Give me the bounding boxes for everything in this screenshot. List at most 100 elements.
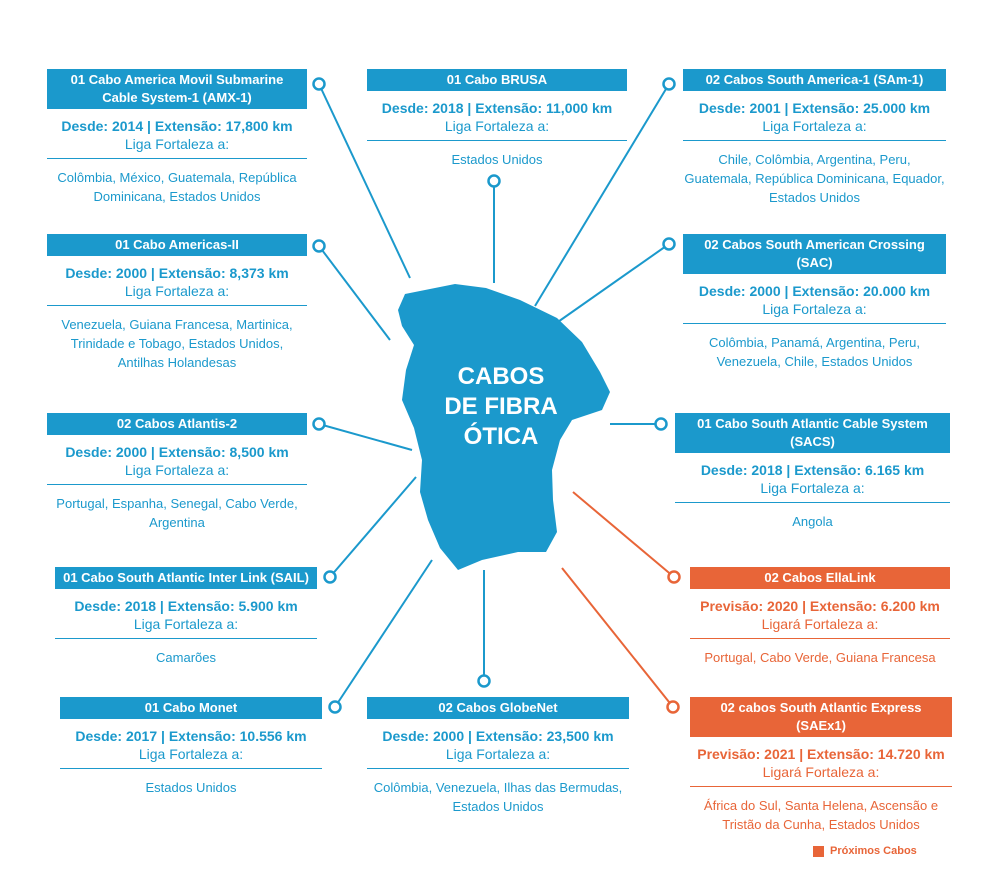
cable-connects-label: Liga Fortaleza a: (762, 118, 867, 134)
legend-swatch (813, 845, 824, 857)
connector-line-sam1 (534, 83, 670, 307)
center-title-line: DE FIBRA (444, 393, 558, 420)
divider (55, 638, 317, 639)
cable-title: 02 Cabos EllaLink (690, 567, 950, 589)
cable-connects-label: Liga Fortaleza a: (445, 746, 551, 762)
divider (690, 638, 950, 639)
connector-node-sail (323, 570, 337, 584)
cable-title: 02 cabos South Atlantic Express (SAEx1) (690, 697, 952, 737)
divider (60, 768, 322, 769)
center-title: CABOS DE FIBRA ÓTICA (436, 362, 566, 452)
connector-lines (318, 83, 675, 708)
divider (683, 323, 946, 324)
connector-node-atlantis2 (312, 417, 326, 431)
connector-node-brusa (487, 174, 501, 188)
cable-destinations: Estados Unidos (451, 152, 543, 167)
cable-title: 02 Cabos GlobeNet (367, 697, 629, 719)
cable-card-americas2: 01 Cabo Americas-II Desde: 2000 | Extensã… (47, 234, 307, 372)
connector-node-sacs (654, 417, 668, 431)
connector-line-atlantis2 (318, 423, 413, 451)
cable-card-sail: 01 Cabo South Atlantic Inter Link (SAIL)… (55, 567, 317, 667)
connector-nodes (312, 77, 681, 714)
divider (690, 786, 952, 787)
cable-stats: Desde: 2000 | Extensão: 8,373 km (65, 265, 289, 281)
legend: Próximos Cabos (813, 845, 917, 857)
cable-connects-label: Liga Fortaleza a: (760, 480, 865, 496)
cable-connects-label: Liga Fortaleza a: (124, 283, 230, 299)
cable-stats: Desde: 2000 | Extensão: 8,500 km (65, 444, 289, 460)
divider (367, 140, 627, 141)
divider (675, 502, 950, 503)
cable-stats: Desde: 2000 | Extensão: 20.000 km (698, 283, 931, 299)
cable-connects-label: Liga Fortaleza a: (762, 301, 867, 317)
cable-connects-label: Liga Fortaleza a: (133, 616, 239, 632)
cable-card-sam1: 02 Cabos South America-1 (SAm-1) Desde: 2… (683, 69, 946, 207)
cable-destinations: África do Sul, Santa Helena, Ascensão e … (703, 798, 939, 832)
divider (47, 158, 307, 159)
cable-stats: Desde: 2018 | Extensão: 11,000 km (381, 100, 613, 116)
connector-line-ellalink (572, 491, 675, 578)
cable-destinations: Portugal, Espanha, Senegal, Cabo Verde, … (56, 496, 298, 530)
cable-connects-label: Liga Fortaleza a: (124, 462, 230, 478)
cable-stats: Desde: 2018 | Extensão: 5.900 km (74, 598, 298, 614)
cable-card-sacs: 01 Cabo South Atlantic Cable System (SAC… (675, 413, 950, 531)
cable-card-saex1: 02 cabos South Atlantic Express (SAEx1) P… (690, 697, 952, 834)
cable-destinations: Venezuela, Guiana Francesa, Martinica, T… (61, 317, 293, 370)
divider (47, 305, 307, 306)
connector-node-saex1 (666, 700, 680, 714)
cable-destinations: Colômbia, Panamá, Argentina, Peru, Venez… (708, 335, 920, 369)
divider (47, 484, 307, 485)
connector-node-globenet (477, 674, 491, 688)
cable-connects-label: Liga Fortaleza a: (124, 136, 230, 152)
connector-line-monet (334, 559, 433, 708)
cable-card-brusa: 01 Cabo BRUSA Desde: 2018 | Extensão: 11,… (367, 69, 627, 169)
connector-node-sam1 (662, 77, 676, 91)
cable-title: 02 Cabos South America-1 (SAm-1) (683, 69, 946, 91)
cable-connects-label: Ligará Fortaleza a: (761, 616, 879, 632)
cable-stats: Desde: 2018 | Extensão: 6.165 km (700, 462, 925, 478)
center-title-line: ÓTICA (463, 423, 539, 450)
divider (683, 140, 946, 141)
cable-title: 01 Cabo America Movil Submarine Cable Sy… (47, 69, 307, 109)
connector-line-americas2 (318, 245, 391, 341)
cable-stats: Previsão: 2020 | Extensão: 6.200 km (700, 598, 940, 614)
legend-label: Próximos Cabos (830, 845, 917, 857)
cable-stats: Desde: 2017 | Extensão: 10.556 km (75, 728, 307, 744)
cable-connects-label: Ligará Fortaleza a: (762, 764, 880, 780)
cable-stats: Previsão: 2021 | Extensão: 14.720 km (697, 746, 945, 762)
cable-destinations: Camarões (156, 650, 216, 665)
cable-destinations: Angola (792, 514, 833, 529)
cable-title: 01 Cabo South Atlantic Inter Link (SAIL) (55, 567, 317, 589)
cable-stats: Desde: 2000 | Extensão: 23,500 km (382, 728, 614, 744)
cable-title: 01 Cabo South Atlantic Cable System (SAC… (675, 413, 950, 453)
cable-destinations: Chile, Colômbia, Argentina, Peru, Guatem… (684, 152, 945, 205)
cable-stats: Desde: 2001 | Extensão: 25.000 km (698, 100, 931, 116)
cable-title: 02 Cabos Atlantis-2 (47, 413, 307, 435)
cable-title: 01 Cabo BRUSA (367, 69, 627, 91)
cable-connects-label: Liga Fortaleza a: (444, 118, 550, 134)
connector-line-amx1 (318, 83, 411, 279)
connector-node-sac (662, 237, 676, 251)
cable-stats: Desde: 2014 | Extensão: 17,800 km (61, 118, 293, 134)
connector-node-americas2 (312, 239, 326, 253)
cable-card-sac: 02 Cabos South American Crossing (SAC) De… (683, 234, 946, 371)
cable-title: 01 Cabo Americas-II (47, 234, 307, 256)
cable-title: 01 Cabo Monet (60, 697, 322, 719)
connector-node-amx1 (312, 77, 326, 91)
cable-connects-label: Liga Fortaleza a: (138, 746, 244, 762)
connector-line-sac (554, 243, 670, 325)
connector-line-sail (329, 476, 417, 578)
cable-card-amx1: 01 Cabo America Movil Submarine Cable Sy… (47, 69, 307, 206)
center-title-line: CABOS (457, 363, 545, 390)
connector-line-saex1 (561, 567, 674, 708)
divider (367, 768, 629, 769)
cable-destinations: Colômbia, México, Guatemala, República D… (57, 170, 297, 204)
cable-title: 02 Cabos South American Crossing (SAC) (683, 234, 946, 274)
cable-destinations: Estados Unidos (145, 780, 237, 795)
cable-destinations: Colômbia, Venezuela, Ilhas das Bermudas,… (373, 780, 623, 814)
